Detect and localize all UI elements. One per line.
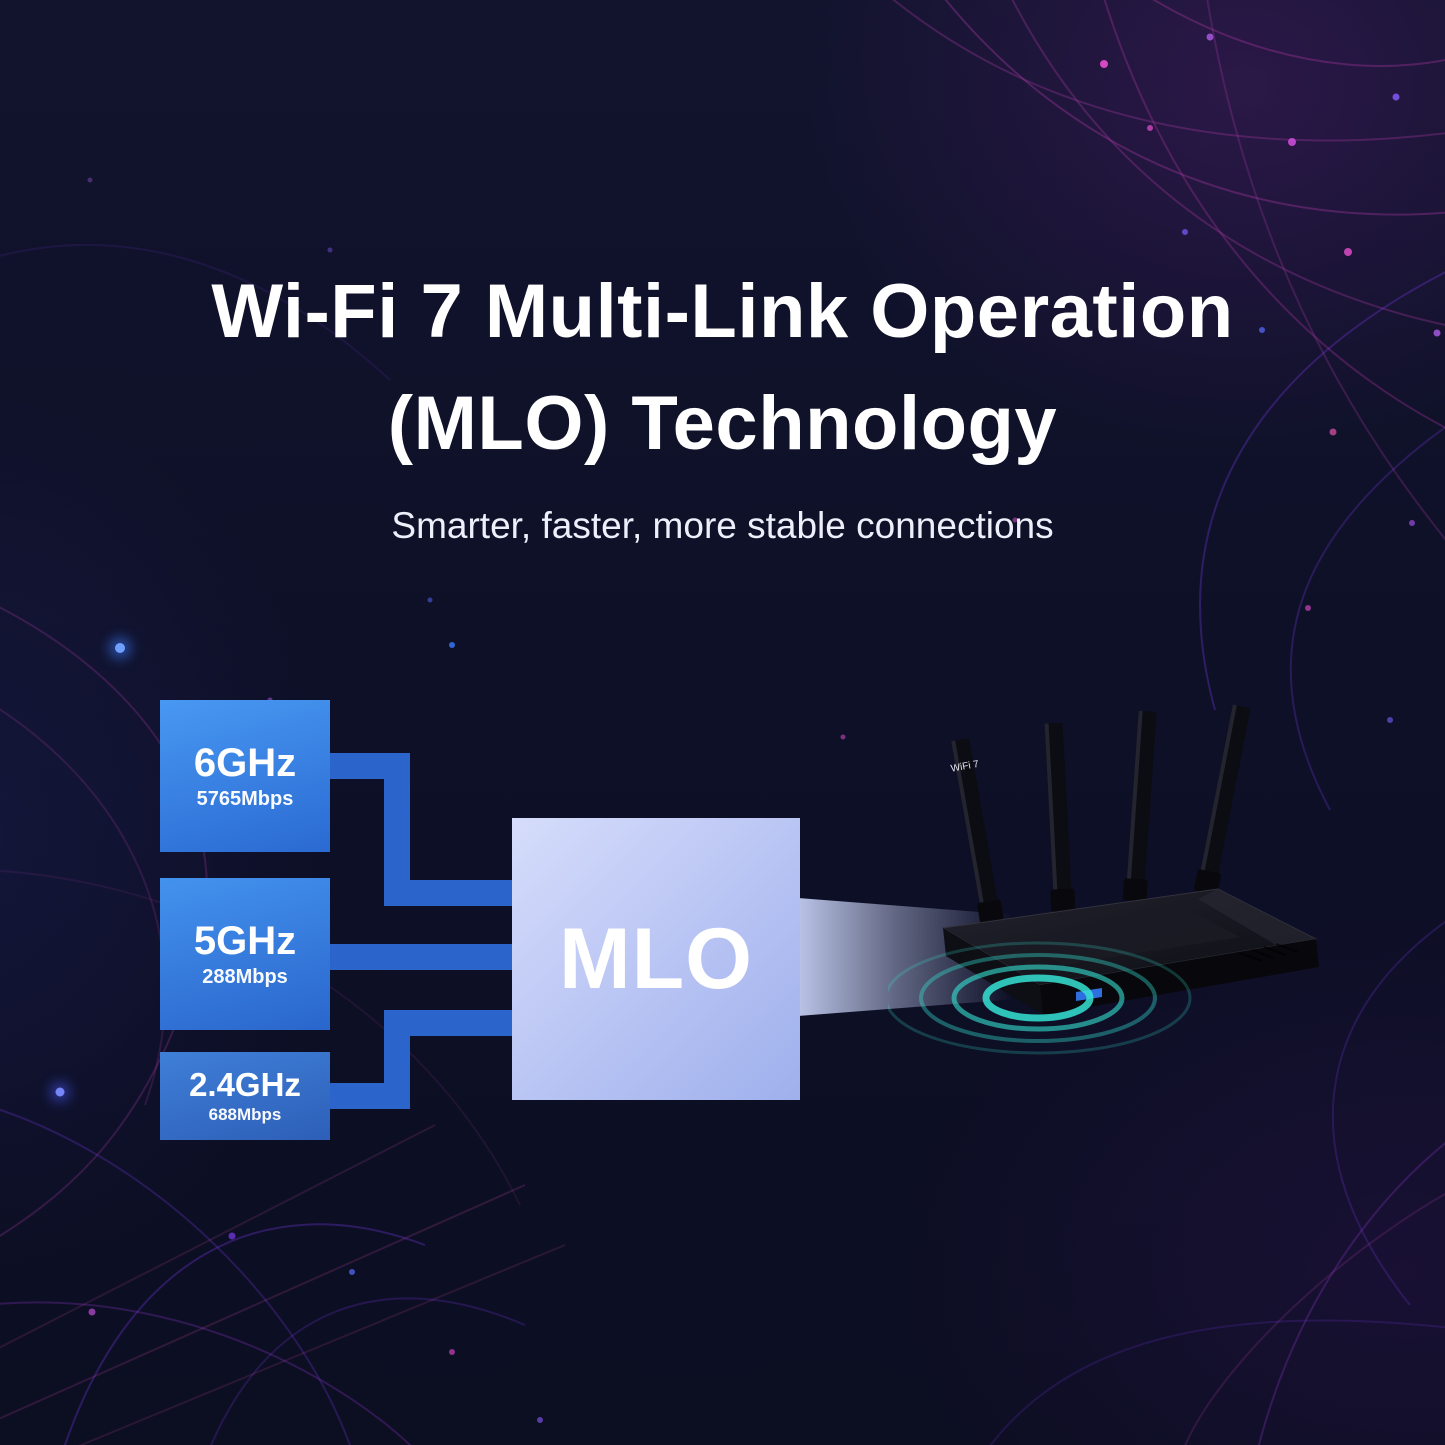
router-body bbox=[941, 888, 1319, 1015]
subtitle: Smarter, faster, more stable connections bbox=[391, 504, 1054, 546]
band-box-6ghz: 6GHz 5765Mbps bbox=[160, 700, 330, 852]
band-speed: 288Mbps bbox=[202, 966, 288, 988]
wifi7-antenna-logo: WiFi 7 bbox=[950, 759, 980, 775]
band-box-2-4ghz: 2.4GHz 688Mbps bbox=[160, 1052, 330, 1140]
mlo-label: MLO bbox=[558, 910, 754, 1007]
band-name: 2.4GHz bbox=[189, 1066, 301, 1104]
connector-6ghz bbox=[326, 753, 520, 906]
mlo-box: MLO bbox=[512, 818, 800, 1100]
band-name: 5GHz bbox=[193, 919, 297, 963]
band-name: 6GHz bbox=[193, 741, 297, 785]
band-speed: 5765Mbps bbox=[196, 788, 294, 810]
page-title-line1: Wi-Fi 7 Multi-Link Operation bbox=[211, 269, 1234, 354]
title-block: Wi-Fi 7 Multi-Link Operation (MLO) Techn… bbox=[0, 256, 1445, 547]
vent-lines bbox=[1239, 943, 1299, 962]
band-speed: 688Mbps bbox=[208, 1104, 282, 1124]
glow-dots bbox=[50, 33, 1441, 1423]
band-box-5ghz: 5GHz 288Mbps bbox=[160, 878, 330, 1030]
router-illustration: WiFi 7 bbox=[888, 704, 1319, 1055]
page-title-line2: (MLO) Technology bbox=[387, 381, 1058, 467]
connector-2-4ghz bbox=[326, 1010, 520, 1109]
signal-rings bbox=[888, 941, 1192, 1055]
router-antennas: WiFi 7 bbox=[950, 704, 1251, 925]
